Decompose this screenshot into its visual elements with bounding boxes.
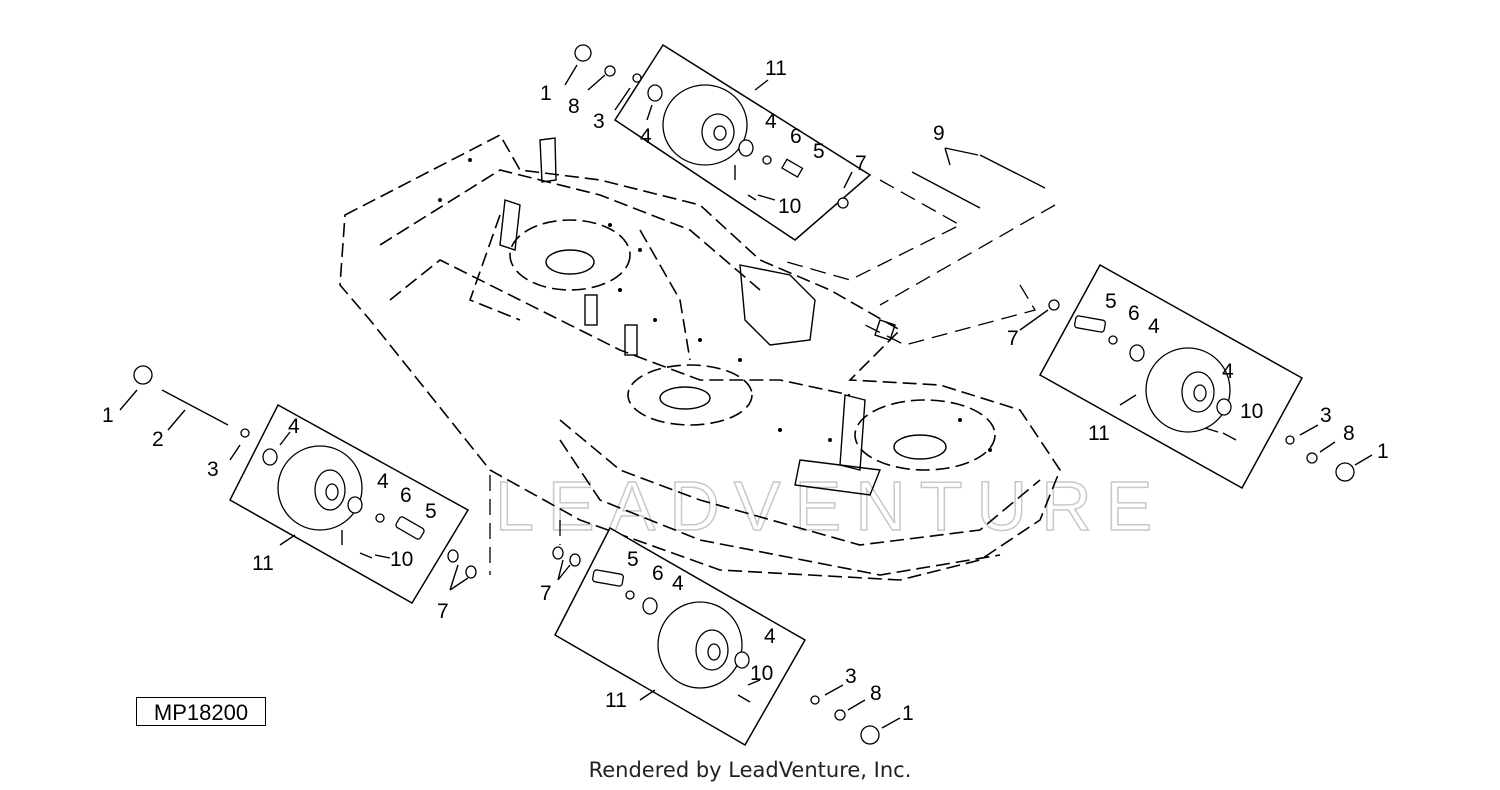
nut-8 bbox=[834, 709, 846, 721]
callout-6: 6 bbox=[1128, 302, 1140, 325]
callout-10: 10 bbox=[390, 548, 413, 571]
callout-11: 11 bbox=[1088, 422, 1110, 445]
callout-1: 1 bbox=[102, 404, 114, 427]
cap-1 bbox=[574, 44, 592, 62]
washer-7a bbox=[447, 549, 459, 563]
callout-4: 4 bbox=[764, 625, 776, 648]
callout-1: 1 bbox=[902, 702, 914, 725]
bushing-4b bbox=[1216, 398, 1232, 416]
washer-6 bbox=[625, 590, 635, 600]
callout-5: 5 bbox=[425, 500, 437, 523]
callout-11: 11 bbox=[765, 57, 787, 80]
callout-6: 6 bbox=[400, 484, 412, 507]
watermark-text: LEADVENTURE bbox=[495, 467, 1166, 545]
bushing-4b bbox=[738, 139, 754, 157]
callout-6: 6 bbox=[790, 125, 802, 148]
callout-8: 8 bbox=[1343, 422, 1355, 445]
callout-7: 7 bbox=[540, 582, 552, 605]
bushing-4 bbox=[1129, 344, 1145, 362]
washer-6 bbox=[1108, 335, 1118, 345]
washer-7 bbox=[837, 197, 849, 209]
pin-5 bbox=[592, 569, 624, 587]
callout-4: 4 bbox=[1148, 315, 1160, 338]
callout-11: 11 bbox=[605, 689, 627, 712]
callout-10: 10 bbox=[1240, 400, 1263, 423]
washer-7b bbox=[569, 553, 581, 567]
spring-10 bbox=[737, 694, 751, 703]
callout-4: 4 bbox=[765, 110, 777, 133]
bushing-4 bbox=[642, 597, 658, 615]
callout-labels: 1 8 3 4 11 4 6 5 10 7 9 5 6 4 7 4 10 11 … bbox=[102, 57, 1389, 725]
callout-6: 6 bbox=[652, 562, 664, 585]
callout-7: 7 bbox=[855, 152, 867, 175]
callout-11: 11 bbox=[252, 552, 274, 575]
washer-3 bbox=[1285, 435, 1295, 445]
wheel-assembly-top bbox=[564, 43, 872, 241]
callout-9: 9 bbox=[933, 122, 945, 145]
wheel-assembly-left bbox=[119, 365, 477, 605]
callout-3: 3 bbox=[207, 458, 219, 481]
callout-4: 4 bbox=[377, 470, 389, 493]
callout-4: 4 bbox=[640, 125, 652, 148]
callout-10: 10 bbox=[778, 195, 801, 218]
callout-3: 3 bbox=[593, 110, 605, 133]
callout-3: 3 bbox=[845, 665, 857, 688]
cap-1 bbox=[860, 725, 880, 745]
spring-10 bbox=[747, 194, 757, 201]
callout-5: 5 bbox=[627, 548, 639, 571]
callout-3: 3 bbox=[1320, 404, 1332, 427]
cap-1 bbox=[1335, 462, 1355, 482]
callout-4: 4 bbox=[1222, 360, 1234, 383]
pin-5 bbox=[395, 516, 425, 540]
callout-7: 7 bbox=[1007, 327, 1019, 350]
washer-3 bbox=[810, 695, 820, 705]
washer-3 bbox=[632, 73, 642, 83]
bushing-4 bbox=[647, 84, 663, 102]
callout-5: 5 bbox=[1105, 290, 1117, 313]
pin-5 bbox=[781, 158, 804, 178]
figure-id-label: MP18200 bbox=[136, 697, 266, 726]
callout-2: 2 bbox=[152, 428, 164, 451]
wheel-assembly-bottom bbox=[552, 526, 901, 747]
spring-10 bbox=[359, 552, 373, 559]
wheel-assembly-right bbox=[1019, 263, 1373, 490]
callout-7: 7 bbox=[437, 600, 449, 623]
washer-3 bbox=[240, 428, 250, 438]
bushing-4b bbox=[734, 651, 750, 669]
callout-8: 8 bbox=[568, 95, 580, 118]
washer-6 bbox=[762, 155, 772, 165]
mower-deck bbox=[339, 133, 1061, 581]
washer-6 bbox=[375, 513, 385, 523]
callout-4: 4 bbox=[672, 572, 684, 595]
pin-5 bbox=[1074, 315, 1106, 333]
footer-credit: Rendered by LeadVenture, Inc. bbox=[588, 758, 912, 782]
nut-8 bbox=[604, 65, 616, 77]
bolt-9-assembly bbox=[779, 147, 1056, 346]
nut-8 bbox=[1306, 452, 1318, 464]
callout-8: 8 bbox=[870, 682, 882, 705]
callout-1: 1 bbox=[540, 82, 552, 105]
callout-5: 5 bbox=[813, 140, 825, 163]
washer-7a bbox=[552, 546, 564, 560]
washer-7 bbox=[1048, 299, 1060, 311]
cap-1 bbox=[133, 365, 153, 385]
callout-10: 10 bbox=[750, 662, 773, 685]
callout-1: 1 bbox=[1377, 440, 1389, 463]
callout-4: 4 bbox=[288, 415, 300, 438]
bushing-4 bbox=[262, 448, 278, 466]
bolt-2 bbox=[161, 389, 229, 426]
bushing-4b bbox=[347, 496, 363, 514]
spring-10 bbox=[1222, 432, 1237, 441]
washer-7b bbox=[465, 565, 477, 579]
